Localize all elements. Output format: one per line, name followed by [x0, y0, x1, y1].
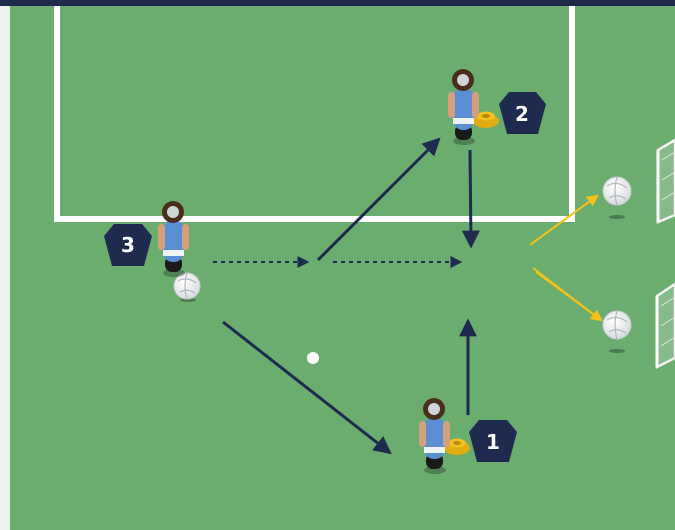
top-bar [0, 0, 675, 6]
ball-icon [602, 310, 632, 353]
shot-arrows [529, 194, 603, 322]
left-sideline [0, 6, 10, 530]
player-badge-2-number: 2 [515, 102, 529, 126]
run-arrow-diagonal-up [316, 137, 441, 262]
run-arrows [222, 137, 480, 455]
player-badge-2: 2 [499, 92, 546, 134]
player-3 [158, 201, 189, 277]
cone-icon [444, 438, 470, 455]
player-badge-3-number: 3 [121, 233, 135, 257]
run-arrow-player2-down [461, 149, 480, 249]
run-arrow-diagonal-down [222, 320, 392, 455]
player-1 [419, 398, 450, 474]
cone-icon [473, 111, 499, 128]
penalty-area-lines [54, 6, 575, 222]
mini-goal-bottom [655, 282, 675, 370]
mini-goal-top [656, 138, 675, 224]
player-badge-3: 3 [104, 224, 152, 266]
player-badge-1-number: 1 [486, 430, 500, 454]
player-badge-1: 1 [469, 420, 517, 462]
ball-icon [173, 272, 201, 302]
ball-icon [602, 176, 632, 219]
player-2 [448, 69, 479, 145]
marker-dot [307, 352, 319, 364]
